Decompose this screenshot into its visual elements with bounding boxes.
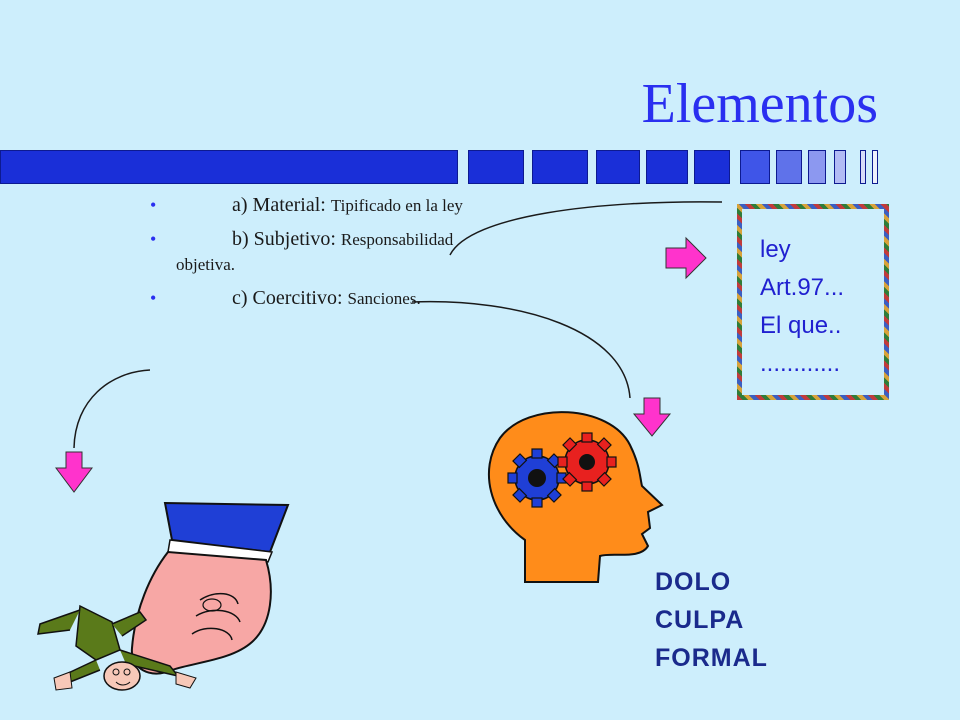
- bar-segment: [0, 150, 458, 184]
- bar-segment: [596, 150, 640, 184]
- connector-curve: [449, 201, 723, 256]
- bullet-item: • c) Coercitivo: Sanciones.: [150, 286, 470, 312]
- law-line: El que..: [760, 312, 842, 339]
- bullet-list: • a) Material: Tipificado en la ley • b)…: [150, 193, 470, 320]
- law-line: Art.97...: [760, 274, 845, 301]
- bar-segment: [860, 150, 866, 184]
- bar-segment: [808, 150, 826, 184]
- arrow-right-icon: [665, 236, 707, 280]
- bar-segment: [872, 150, 878, 184]
- hand-squashing-man-icon: [37, 501, 290, 691]
- bar-segment: [834, 150, 846, 184]
- law-box: ley Art.97... El que.. ............: [737, 204, 889, 400]
- law-line: ............: [760, 350, 841, 377]
- arrow-down-icon: [55, 451, 93, 493]
- slide-title: Elementos: [641, 73, 878, 135]
- bullet-main: c) Coercitivo:: [232, 287, 348, 309]
- bullet-item: • b) Subjetivo: Responsabilidad objetiva…: [150, 227, 470, 278]
- bullet-sub: Tipificado en la ley: [330, 196, 463, 215]
- bar-segment: [740, 150, 770, 184]
- arrow-down-icon: [632, 397, 672, 437]
- bullet-dot-icon: •: [150, 195, 157, 215]
- bar-segment: [532, 150, 588, 184]
- bar-segment: [468, 150, 524, 184]
- bar-segment: [776, 150, 802, 184]
- bullet-item: • a) Material: Tipificado en la ley: [150, 193, 470, 219]
- kind-label: CULPA: [655, 606, 745, 634]
- connector-curve: [73, 369, 151, 449]
- bullet-sub: Responsabilidad objetiva.: [176, 230, 454, 274]
- bullet-main: b) Subjetivo:: [232, 228, 341, 250]
- law-line: ley: [760, 236, 791, 263]
- culpability-kinds: DOLO CULPA FORMAL: [655, 563, 768, 677]
- head-with-gears-icon: [487, 411, 664, 583]
- connector-curve: [411, 300, 631, 399]
- bullet-dot-icon: •: [150, 288, 157, 308]
- bullet-sub: Sanciones.: [347, 289, 421, 308]
- title-underline-bar: [0, 150, 960, 186]
- kind-label: DOLO: [655, 568, 732, 596]
- bar-segment: [694, 150, 730, 184]
- bullet-dot-icon: •: [150, 229, 157, 249]
- bar-segment: [646, 150, 688, 184]
- bullet-main: a) Material:: [232, 194, 331, 216]
- kind-label: FORMAL: [655, 644, 768, 672]
